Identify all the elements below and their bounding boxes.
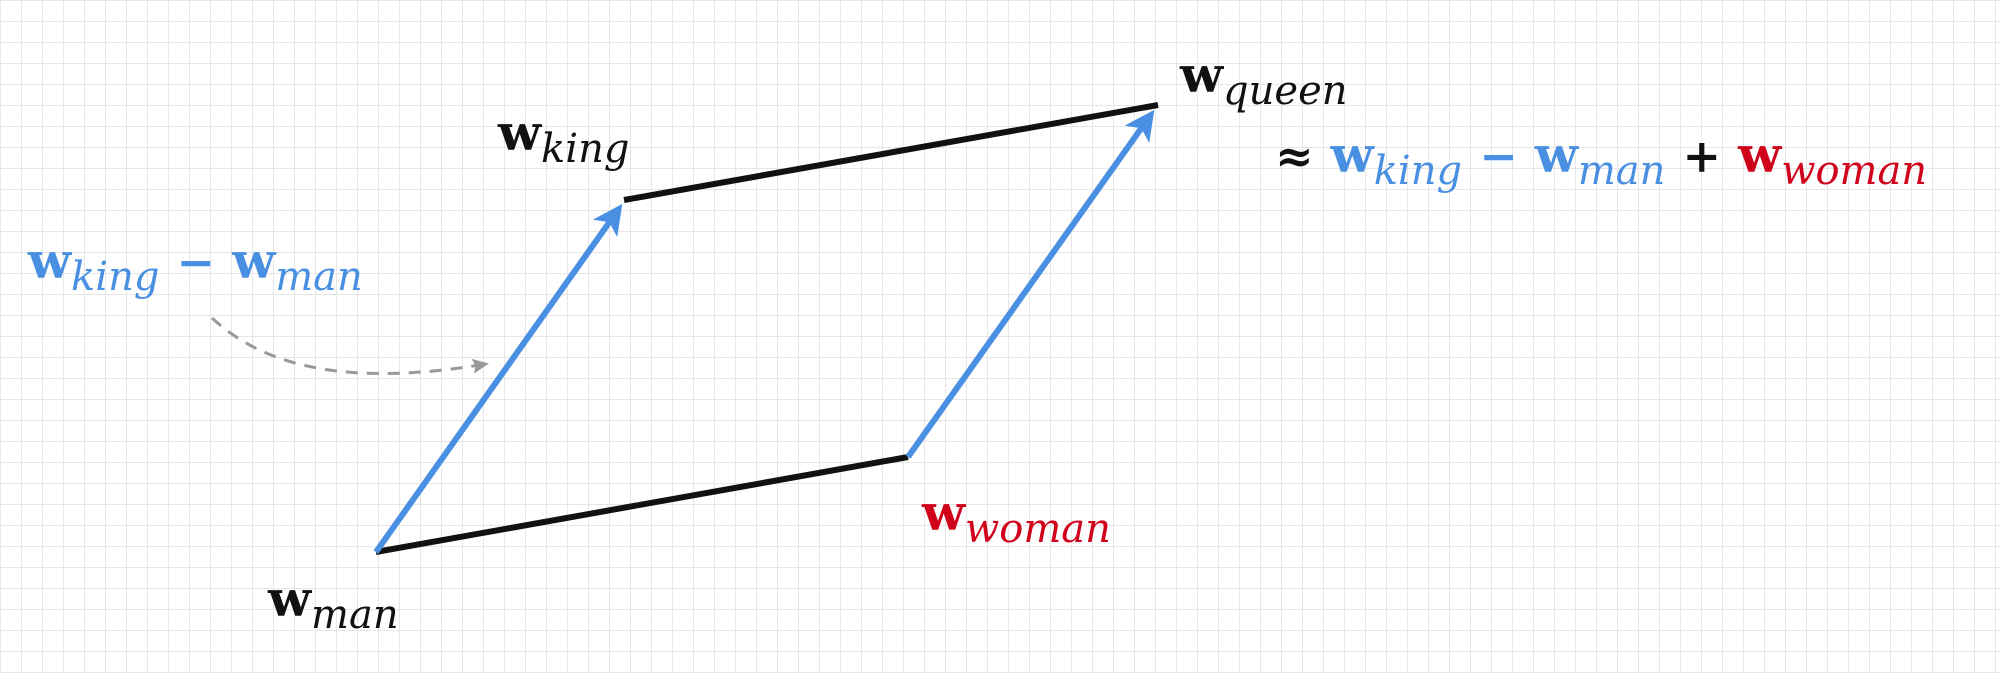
label-w-man: wman [268,569,399,638]
dashed-curve-arrow [210,316,489,375]
label-w-king: wking [498,103,630,172]
label-w-woman: wwoman [922,483,1111,552]
edge-man-woman [375,454,909,555]
minus-operator: − [176,235,216,289]
vector-man-to-king-arrow [373,203,623,554]
vector-woman-to-queen-arrow [905,109,1155,459]
label-difference-expression: wking − wman [28,231,363,300]
label-w-queen: wqueen [1180,45,1348,114]
equation: ≈ wking − wman + wwoman [1275,125,1928,194]
edge-king-queen [623,102,1159,203]
approx-operator: ≈ [1275,129,1314,183]
minus-operator: − [1479,129,1518,183]
plus-operator: + [1682,129,1722,183]
